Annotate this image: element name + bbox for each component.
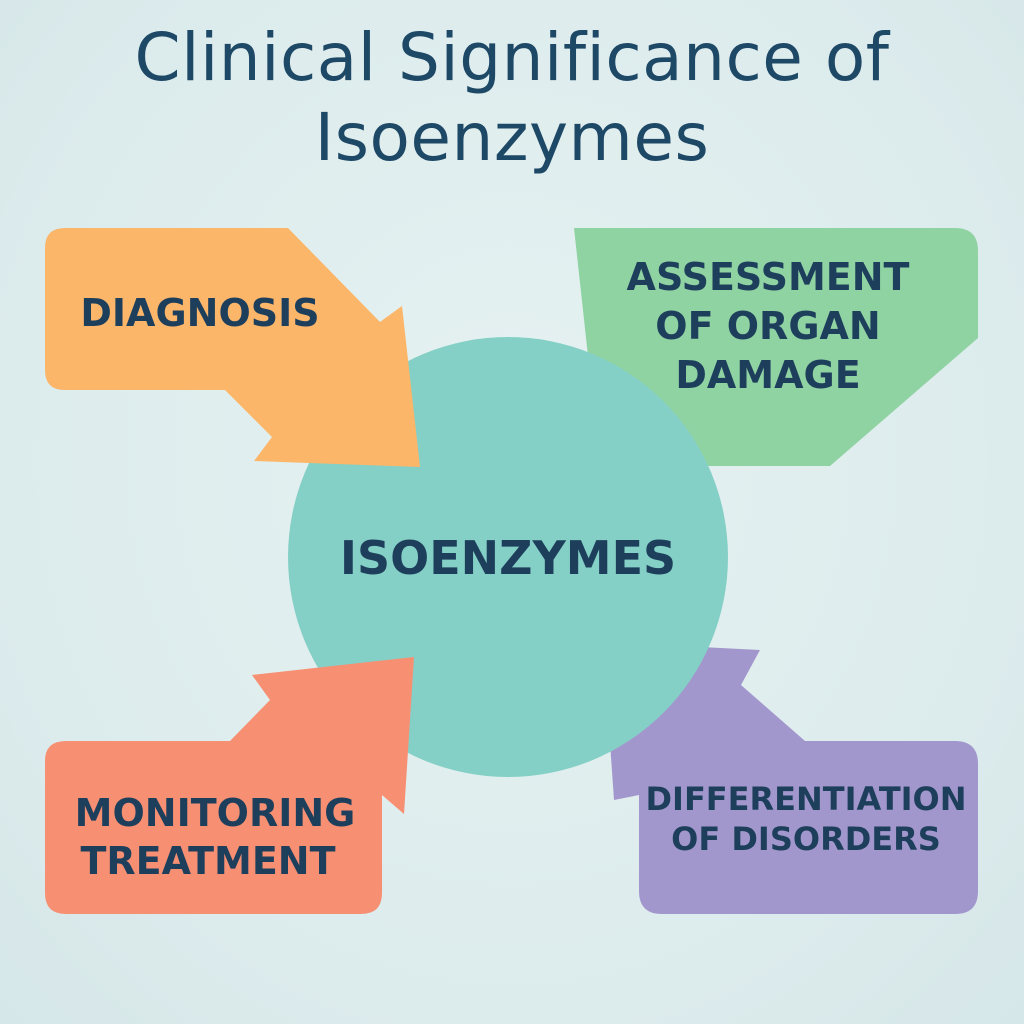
assessment-label-line-2: OF ORGAN [655, 304, 880, 348]
diagnosis-arrow [45, 228, 420, 467]
page-title: Clinical Significance of Isoenzymes [0, 18, 1024, 178]
title-line-1: Clinical Significance of [134, 19, 890, 96]
assessment-shape [574, 228, 978, 466]
diagnosis-label: DIAGNOSIS [80, 291, 319, 335]
title-line-2: Isoenzymes [314, 99, 710, 176]
assessment-label-line-3: DAMAGE [675, 353, 860, 397]
monitoring-label-line-1: MONITORING [75, 791, 356, 835]
differentiation-label-line-2: OF DISORDERS [671, 820, 941, 858]
differentiation-shape [603, 642, 978, 914]
differentiation-label-line-1: DIFFERENTIATION [645, 780, 966, 818]
center-label: ISOENZYMES [340, 531, 676, 585]
monitoring-label-line-2: TREATMENT [80, 839, 335, 883]
monitoring-arrow [45, 657, 414, 914]
assessment-label-line-1: ASSESSMENT [627, 255, 910, 299]
